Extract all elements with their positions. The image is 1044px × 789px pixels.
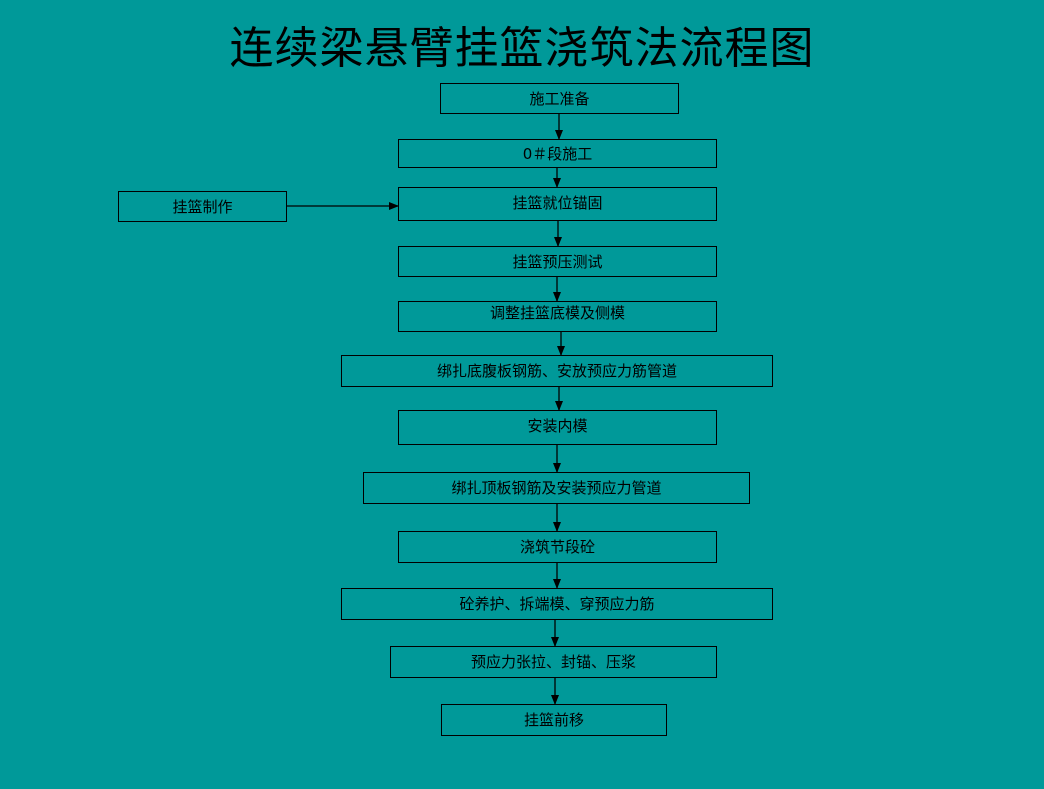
step-cradle-preload-test: 挂篮预压测试: [398, 246, 717, 277]
step-adjust-formwork: 调整挂篮底模及侧模: [398, 301, 717, 332]
page-title: 连续梁悬臂挂篮浇筑法流程图: [229, 23, 815, 74]
step-pour-concrete: 浇筑节段砼: [398, 531, 717, 563]
step-cradle-anchoring: 挂篮就位锚固: [398, 187, 717, 221]
step-cure-strip-thread: 砼养护、拆端模、穿预应力筋: [341, 588, 773, 620]
step-construction-prep: 施工准备: [440, 83, 679, 114]
step-bottom-web-rebar: 绑扎底腹板钢筋、安放预应力筋管道: [341, 355, 773, 387]
step-cradle-advance: 挂篮前移: [441, 704, 667, 736]
step-segment-zero: 0＃段施工: [398, 139, 717, 168]
step-tension-grout: 预应力张拉、封锚、压浆: [390, 646, 717, 678]
step-inner-formwork: 安装内模: [398, 410, 717, 445]
step-cradle-fabrication: 挂篮制作: [118, 191, 287, 222]
step-top-slab-rebar: 绑扎顶板钢筋及安装预应力管道: [363, 472, 750, 504]
